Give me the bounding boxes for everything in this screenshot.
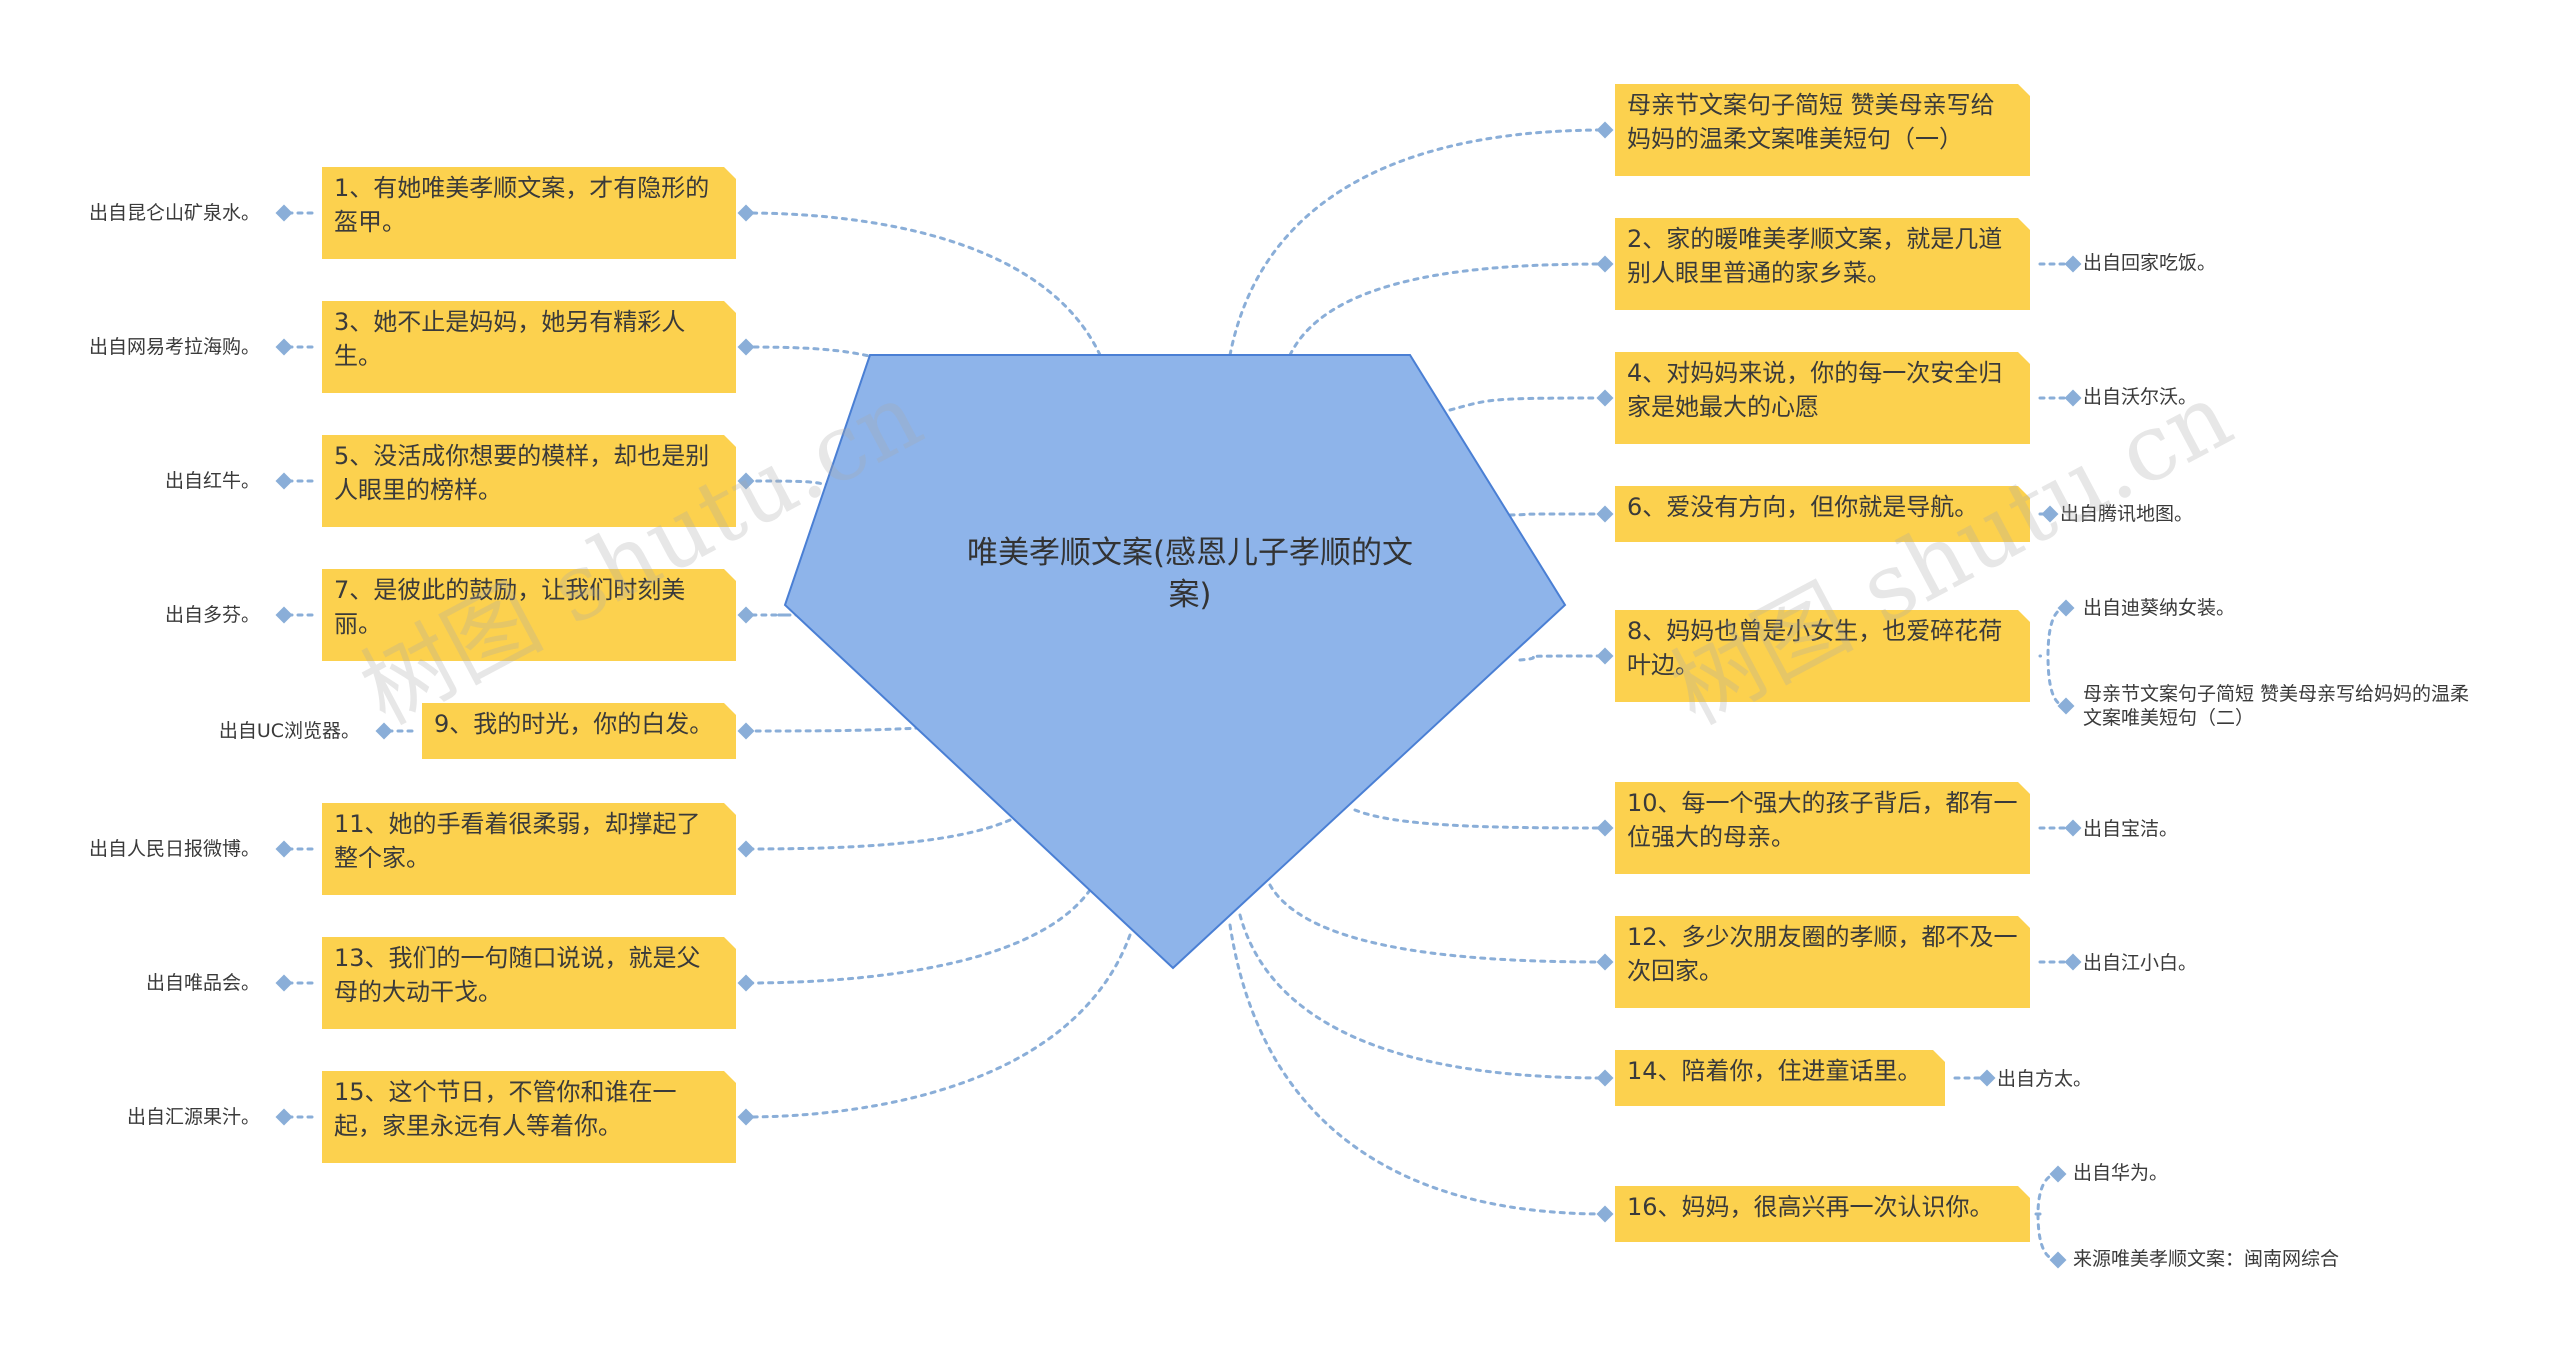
right-node-2[interactable]: 2、家的暖唯美孝顺文案，就是几道别人眼里普通的家乡菜。 xyxy=(1615,218,2030,310)
connector-line xyxy=(744,888,1092,985)
connector-joint xyxy=(737,722,755,740)
right-node-title-1[interactable]: 母亲节文案句子简短 赞美母亲写给妈妈的温柔文案唯美短句（一） xyxy=(1615,84,2030,176)
connector-joint xyxy=(375,722,393,740)
right-node-4[interactable]: 4、对妈妈来说，你的每一次安全归家是她最大的心愿 xyxy=(1615,352,2030,444)
connector-line xyxy=(744,933,1132,1119)
connector-joint xyxy=(2064,255,2082,273)
right-source-12: 出自江小白。 xyxy=(2083,952,2198,974)
connector-joint xyxy=(275,840,293,858)
left-node-5[interactable]: 5、没活成你想要的模样，却也是别人眼里的榜样。 xyxy=(322,435,736,527)
right-source-8a: 出自迪葵纳女装。 xyxy=(2083,597,2236,619)
connector-line xyxy=(2046,606,2068,708)
connector-joint xyxy=(1596,505,1614,523)
right-source-8b: 母亲节文案句子简短 赞美母亲写给妈妈的温柔文案唯美短句（二） xyxy=(2083,683,2470,729)
central-topic-shape[interactable] xyxy=(783,354,1567,970)
connector-joint xyxy=(2049,1165,2067,1183)
connector-joint xyxy=(2057,599,2075,617)
connector-joint xyxy=(737,974,755,992)
right-source-16a: 出自华为。 xyxy=(2073,1162,2169,1184)
connector-line xyxy=(1518,654,1607,662)
right-node-6[interactable]: 6、爱没有方向，但你就是导航。 xyxy=(1615,486,2030,542)
connector-joint xyxy=(275,204,293,222)
left-source-7: 出自多芬。 xyxy=(164,604,260,626)
connector-joint xyxy=(1596,389,1614,407)
left-node-13[interactable]: 13、我们的一句随口说说，就是父母的大动干戈。 xyxy=(322,937,736,1029)
right-source-16b: 来源唯美孝顺文案：闽南网综合 xyxy=(2073,1248,2340,1270)
connector-joint xyxy=(1596,1205,1614,1223)
left-source-13: 出自唯品会。 xyxy=(145,972,260,994)
left-source-3: 出自网易考拉海购。 xyxy=(88,336,260,358)
left-source-11: 出自人民日报微博。 xyxy=(88,838,260,860)
right-source-6: 出自腾讯地图。 xyxy=(2060,503,2194,525)
left-source-15: 出自汇源果汁。 xyxy=(126,1106,260,1128)
connector-joint xyxy=(275,974,293,992)
connector-joint xyxy=(1596,953,1614,971)
left-node-3[interactable]: 3、她不止是妈妈，她另有精彩人生。 xyxy=(322,301,736,393)
left-node-7[interactable]: 7、是彼此的鼓励，让我们时刻美丽。 xyxy=(322,569,736,661)
connector-joint xyxy=(1596,1069,1614,1087)
connector-joint xyxy=(737,472,755,490)
connector-joint xyxy=(1596,819,1614,837)
connector-line xyxy=(1228,128,1607,357)
connector-line xyxy=(1268,883,1607,964)
connector-joint xyxy=(737,204,755,222)
right-node-14[interactable]: 14、陪着你，住进童话里。 xyxy=(1615,1050,1945,1106)
connector-line xyxy=(1448,396,1607,412)
connector-joint xyxy=(1596,255,1614,273)
connector-joint xyxy=(737,606,755,624)
left-node-9[interactable]: 9、我的时光，你的白发。 xyxy=(422,703,736,759)
right-source-2: 出自回家吃饭。 xyxy=(2083,252,2217,274)
right-node-8[interactable]: 8、妈妈也曾是小女生，也爱碎花荷叶边。 xyxy=(1615,610,2030,702)
connector-joint xyxy=(275,338,293,356)
connector-joint xyxy=(1596,121,1614,139)
connector-line xyxy=(1353,808,1607,830)
connector-joint xyxy=(737,840,755,858)
left-node-11[interactable]: 11、她的手看着很柔弱，却撑起了整个家。 xyxy=(322,803,736,895)
connector-line xyxy=(2036,1172,2060,1262)
connector-line xyxy=(744,818,1012,851)
connector-joint xyxy=(1596,647,1614,665)
left-node-1[interactable]: 1、有她唯美孝顺文案，才有隐形的盔甲。 xyxy=(322,167,736,259)
connector-joint xyxy=(1978,1069,1996,1087)
connector-line xyxy=(744,211,1102,357)
connector-line xyxy=(1508,512,1607,517)
left-source-9: 出自UC浏览器。 xyxy=(218,720,360,742)
central-topic-title: 唯美孝顺文案(感恩儿子孝顺的文案) xyxy=(966,535,1414,613)
left-source-1: 出自昆仑山矿泉水。 xyxy=(88,202,260,224)
left-source-5: 出自红牛。 xyxy=(164,470,260,492)
connector-line xyxy=(1288,262,1607,357)
right-source-14: 出自方太。 xyxy=(1997,1068,2093,1090)
connector-joint xyxy=(275,1108,293,1126)
connector-line xyxy=(1228,923,1607,1216)
right-source-4: 出自沃尔沃。 xyxy=(2083,386,2198,408)
connector-joint xyxy=(2064,819,2082,837)
right-node-16[interactable]: 16、妈妈，很高兴再一次认识你。 xyxy=(1615,1186,2030,1242)
connector-joint xyxy=(2057,697,2075,715)
connector-joint xyxy=(2049,1251,2067,1269)
left-node-15[interactable]: 15、这个节日，不管你和谁在一起，家里永远有人等着你。 xyxy=(322,1071,736,1163)
connector-joint xyxy=(275,606,293,624)
right-node-10[interactable]: 10、每一个强大的孩子背后，都有一位强大的母亲。 xyxy=(1615,782,2030,874)
connector-joint xyxy=(2064,953,2082,971)
connector-joint xyxy=(737,1108,755,1126)
right-node-12[interactable]: 12、多少次朋友圈的孝顺，都不及一次回家。 xyxy=(1615,916,2030,1008)
connector-line xyxy=(744,726,922,733)
connector-joint xyxy=(275,472,293,490)
connector-joint xyxy=(737,338,755,356)
right-source-10: 出自宝洁。 xyxy=(2083,818,2179,840)
connector-line xyxy=(1238,913,1607,1080)
